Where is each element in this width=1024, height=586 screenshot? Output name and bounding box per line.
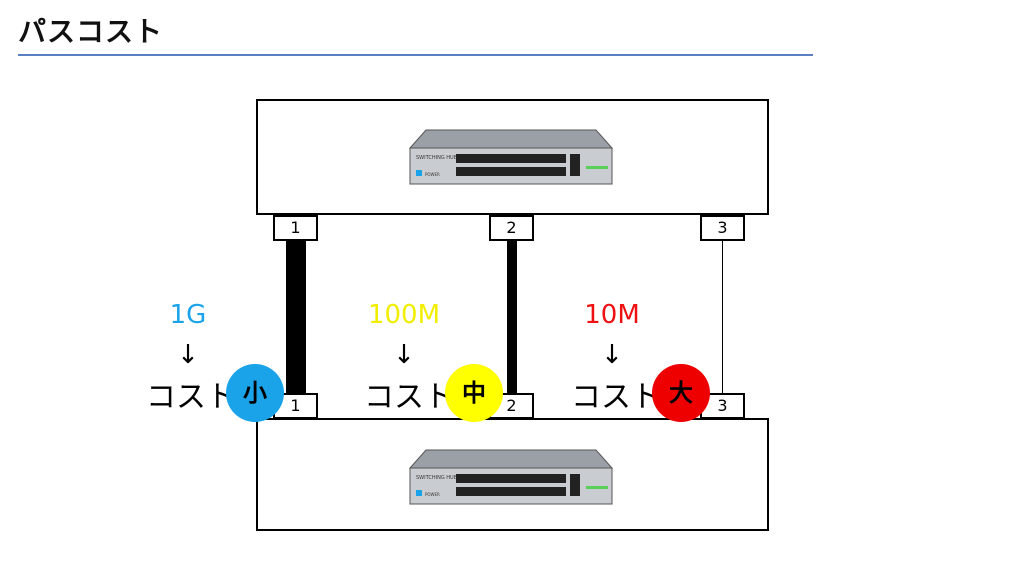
down-arrow-icon: ↓ <box>177 340 199 370</box>
cable-1g <box>286 241 306 393</box>
page-title: パスコスト <box>18 15 164 48</box>
cable-10m <box>722 241 723 393</box>
bottom-switch-icon: SWITCHING HUB POWER <box>408 449 613 505</box>
bottom-switch-power-label: POWER <box>425 492 440 497</box>
cost-badge-medium: 中 <box>445 364 503 422</box>
speed-label-100m: 100M <box>367 300 441 330</box>
top-port-1: 1 <box>273 215 318 241</box>
top-switch-icon: SWITCHING HUB POWER <box>408 129 613 185</box>
down-arrow-icon: ↓ <box>393 340 415 370</box>
cost-label-1g: コスト <box>146 380 236 415</box>
bottom-switch-label: SWITCHING HUB <box>416 475 458 481</box>
cost-label-10m: コスト <box>571 380 661 415</box>
cost-badge-small: 小 <box>226 364 284 422</box>
speed-label-1g: 1G <box>169 300 207 330</box>
top-switch-label: SWITCHING HUB <box>416 155 458 161</box>
down-arrow-icon: ↓ <box>601 340 623 370</box>
cost-badge-large: 大 <box>652 364 710 422</box>
top-switch-power-label: POWER <box>425 172 440 177</box>
cost-label-100m: コスト <box>364 380 454 415</box>
top-port-2: 2 <box>489 215 534 241</box>
speed-label-10m: 10M <box>584 300 640 330</box>
title-underline <box>18 54 813 56</box>
top-port-3: 3 <box>700 215 745 241</box>
cable-100m <box>507 241 517 393</box>
